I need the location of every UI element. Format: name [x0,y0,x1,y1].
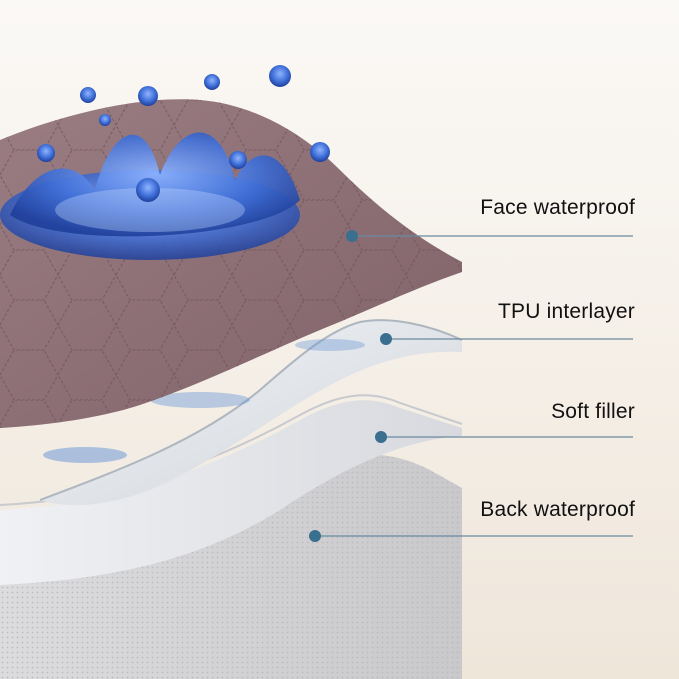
label-tpu-interlayer: TPU interlayer [497,300,635,323]
marker-dot [380,333,392,345]
soft-filler-layer [0,400,462,585]
label-face-waterproof: Face waterproof [480,196,635,219]
callout-soft-filler [375,431,633,443]
marker-dot [346,230,358,242]
marker-dot [309,530,321,542]
callout-face-waterproof [346,230,633,242]
callout-tpu-interlayer [380,333,633,345]
water-splash-icon [0,65,330,260]
callout-back-waterproof [309,530,633,542]
label-soft-filler: Soft filler [551,400,635,423]
marker-dot [375,431,387,443]
label-back-waterproof: Back waterproof [480,498,635,521]
